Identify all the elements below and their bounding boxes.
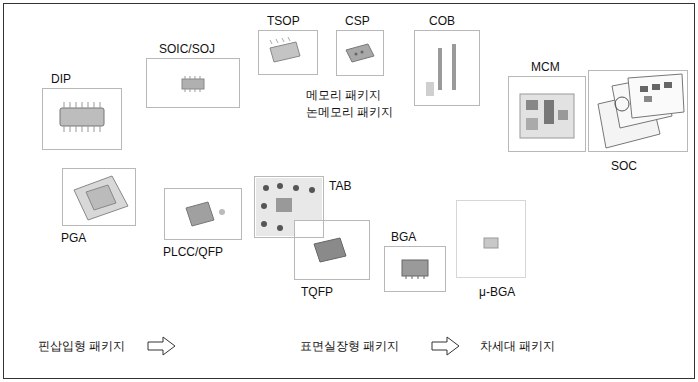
mcm-figure: [520, 94, 574, 138]
cob-figure: [426, 44, 456, 96]
tqfp-figure: [295, 221, 369, 279]
pga-figure: [74, 176, 128, 220]
package-frame: SOIC/SOJ: [146, 58, 240, 108]
progress-arrow: [432, 337, 459, 355]
soc-figure: [598, 74, 684, 148]
package-frame: TQFP: [294, 220, 370, 280]
package-name: CSP: [345, 14, 370, 28]
stage-label: 차세대 패키지: [480, 339, 555, 353]
package-frame: μ-BGA: [456, 200, 526, 278]
package-name: TQFP: [301, 285, 333, 299]
package-name: μ-BGA: [479, 285, 515, 299]
progress-arrow: [148, 337, 175, 355]
outer-frame: [4, 4, 695, 379]
package-name: TSOP: [267, 14, 300, 28]
package-name: TAB: [329, 179, 351, 193]
package-frame: PGA: [62, 168, 136, 226]
soic-figure: [182, 76, 204, 92]
package-frame: TAB: [254, 176, 324, 238]
package-frame: BGA: [384, 246, 446, 292]
package-name: COB: [429, 14, 455, 28]
package-frame: MCM: [508, 76, 586, 152]
stage-label: 핀삽입형 패키지: [38, 339, 125, 353]
package-name: PGA: [61, 231, 86, 245]
micro-bga-figure: [484, 238, 498, 248]
stage-label: 표면실장형 패키지: [300, 339, 399, 353]
category-label: 메모리 패키지: [306, 88, 381, 102]
package-frame: TSOP: [258, 30, 318, 75]
package-frame: COB: [414, 30, 480, 106]
bga-figure: [402, 260, 428, 279]
package-frame: DIP: [42, 88, 122, 150]
package-name: SOIC/SOJ: [159, 42, 215, 56]
package-name: BGA: [391, 230, 416, 244]
dip-figure: [60, 102, 104, 132]
category-label: 논메모리 패키지: [306, 105, 393, 119]
package-frame: PLCC/QFP: [164, 188, 242, 240]
package-name: MCM: [531, 60, 560, 74]
qfp-figure: [186, 202, 225, 226]
package-frame: CSP: [336, 30, 384, 76]
tsop-figure: [270, 37, 300, 62]
package-name: SOC: [611, 159, 637, 173]
package-name: PLCC/QFP: [163, 245, 223, 259]
package-name: DIP: [51, 72, 71, 86]
csp-figure: [346, 44, 374, 62]
package-frame: SOC: [588, 70, 688, 152]
